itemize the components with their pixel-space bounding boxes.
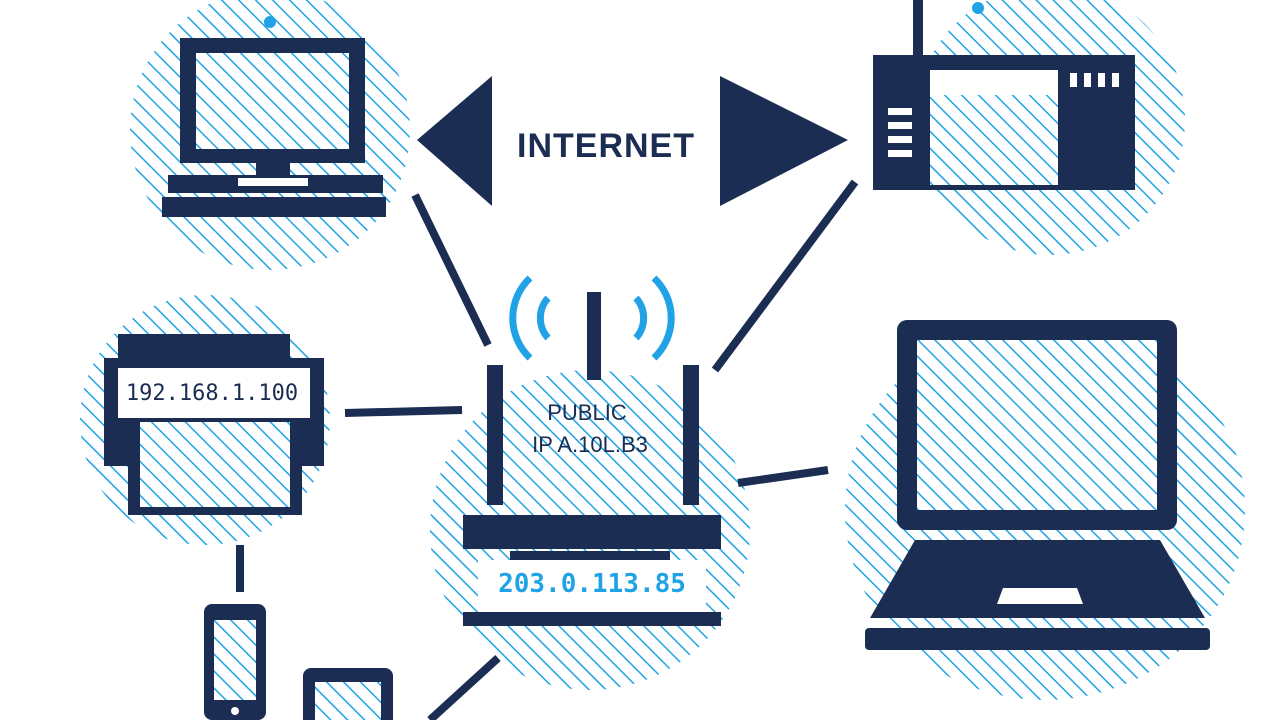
link-printer-router (344, 406, 463, 417)
internet-label: INTERNET (517, 127, 695, 165)
link-fax-router (711, 179, 859, 373)
smartphone-icon (204, 604, 266, 720)
fax-machine-icon (873, 0, 1135, 190)
internet-arrow: INTERNET (417, 76, 848, 206)
link-router-tablet (427, 655, 501, 720)
router-public-label-line2: IP A.10L.B3 (532, 432, 648, 457)
link-laptop-router (737, 466, 829, 487)
laptop-icon (865, 320, 1210, 650)
tablet-icon (303, 668, 393, 720)
connection-lines (236, 179, 859, 720)
desktop-computer-icon (162, 16, 386, 217)
link-desktop-router (411, 193, 492, 347)
wifi-router-icon: PUBLIC IP A.10L.B3 203.0.113.85 (463, 275, 721, 626)
router-wan-ip-label: 203.0.113.85 (498, 569, 686, 599)
printer-ip-label: 192.168.1.100 (126, 381, 298, 406)
printer-icon: 192.168.1.100 (104, 334, 324, 515)
wifi-waves-icon (509, 275, 675, 361)
router-public-label-line1: PUBLIC (547, 400, 627, 425)
